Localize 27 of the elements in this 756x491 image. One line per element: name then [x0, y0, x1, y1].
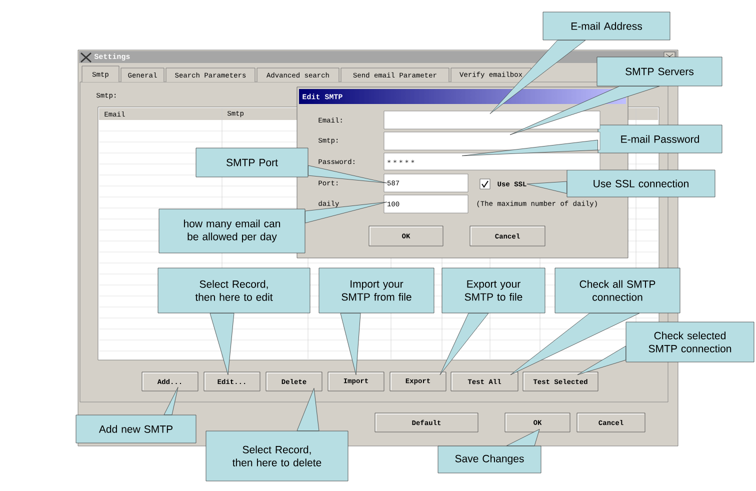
callout-pointer [296, 388, 320, 431]
callout-box: SMTP Servers [596, 56, 722, 86]
callout-box: Use SSL connection [566, 170, 716, 198]
callout-box: Select Record, then here to delete [206, 430, 348, 482]
callout-box: E-mail Address [542, 12, 670, 40]
callout-box: how many email can be allowed per day [158, 208, 306, 254]
callout-pointer [462, 140, 598, 156]
callout-pointer [164, 387, 178, 415]
callout-box: Check selected SMTP connection [626, 322, 754, 362]
callout-pointer [526, 181, 567, 194]
callout-pointer [340, 313, 361, 375]
callout-pointer [210, 313, 234, 375]
callout-box: SMTP Port [196, 148, 308, 178]
input-field: $*****$ [384, 152, 600, 170]
callout-pointer [490, 40, 586, 114]
callout-box: Export your SMTP to file [442, 268, 546, 314]
callout-pointer [510, 86, 660, 135]
callout-box: Check all SMTP connection [554, 268, 680, 314]
callout-pointer [510, 313, 640, 375]
callout-pointer [440, 313, 489, 375]
callout-pointer [305, 202, 387, 224]
callout-box: Import your SMTP from file [318, 268, 434, 314]
callout-pointer [577, 346, 626, 375]
input-field [384, 110, 600, 130]
callout-pointer [506, 429, 540, 446]
callout-box: E-mail Password [598, 124, 722, 154]
callout-pointer [308, 165, 387, 184]
